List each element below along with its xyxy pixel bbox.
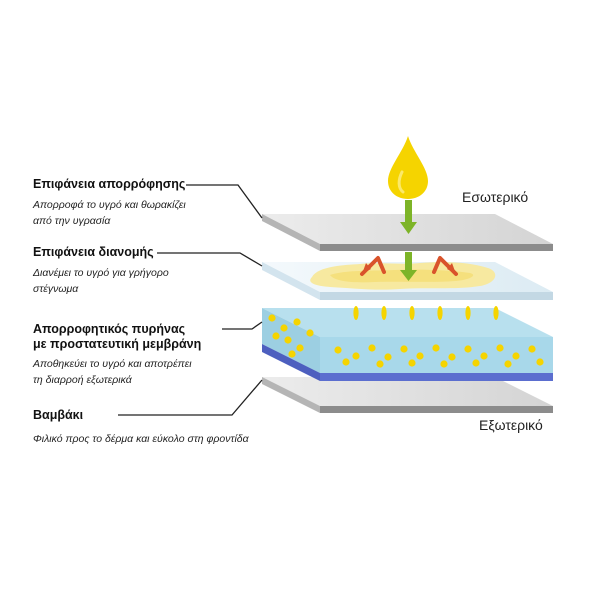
spread-arrow-right-icon bbox=[432, 256, 458, 276]
down-arrow-lower-icon bbox=[400, 252, 417, 281]
absorbent-core-layer bbox=[262, 308, 553, 381]
outer-side-label: Εξωτερικό bbox=[479, 417, 543, 433]
leader-lines bbox=[118, 184, 263, 416]
falling-drops bbox=[353, 306, 499, 320]
cotton-layer-title: Βαμβάκι bbox=[33, 408, 84, 422]
cotton-layer-desc: Φιλικό προς το δέρμα και εύκολο στη φρον… bbox=[33, 433, 249, 445]
leader-absorption bbox=[186, 184, 263, 219]
absorption-layer-title: Επιφάνεια απορρόφησης bbox=[33, 177, 186, 191]
cotton-layer bbox=[262, 377, 553, 413]
leader-cotton bbox=[118, 379, 263, 416]
core-liquid-dots bbox=[268, 314, 544, 368]
distribution-layer-title: Επιφάνεια διανομής bbox=[33, 245, 154, 259]
leader-distribution bbox=[157, 252, 263, 267]
leader-core bbox=[222, 321, 263, 330]
spread-arrow-left-icon bbox=[360, 256, 386, 276]
inner-side-label: Εσωτερικό bbox=[462, 189, 529, 205]
core-layer-desc: Αποθηκεύει το υγρό και αποτρέπει τη διαρ… bbox=[33, 358, 192, 386]
absorption-layer-desc: Απορροφά το υγρό και θωρακίζει από την υ… bbox=[33, 199, 186, 227]
liquid-drop-icon bbox=[388, 136, 428, 199]
core-layer-title: Απορροφητικός πυρήνας με προστατευτική μ… bbox=[33, 322, 202, 351]
distribution-layer-desc: Διανέμει το υγρό για γρήγορο στέγνωμα bbox=[33, 267, 169, 295]
down-arrow-upper-icon bbox=[400, 200, 417, 234]
